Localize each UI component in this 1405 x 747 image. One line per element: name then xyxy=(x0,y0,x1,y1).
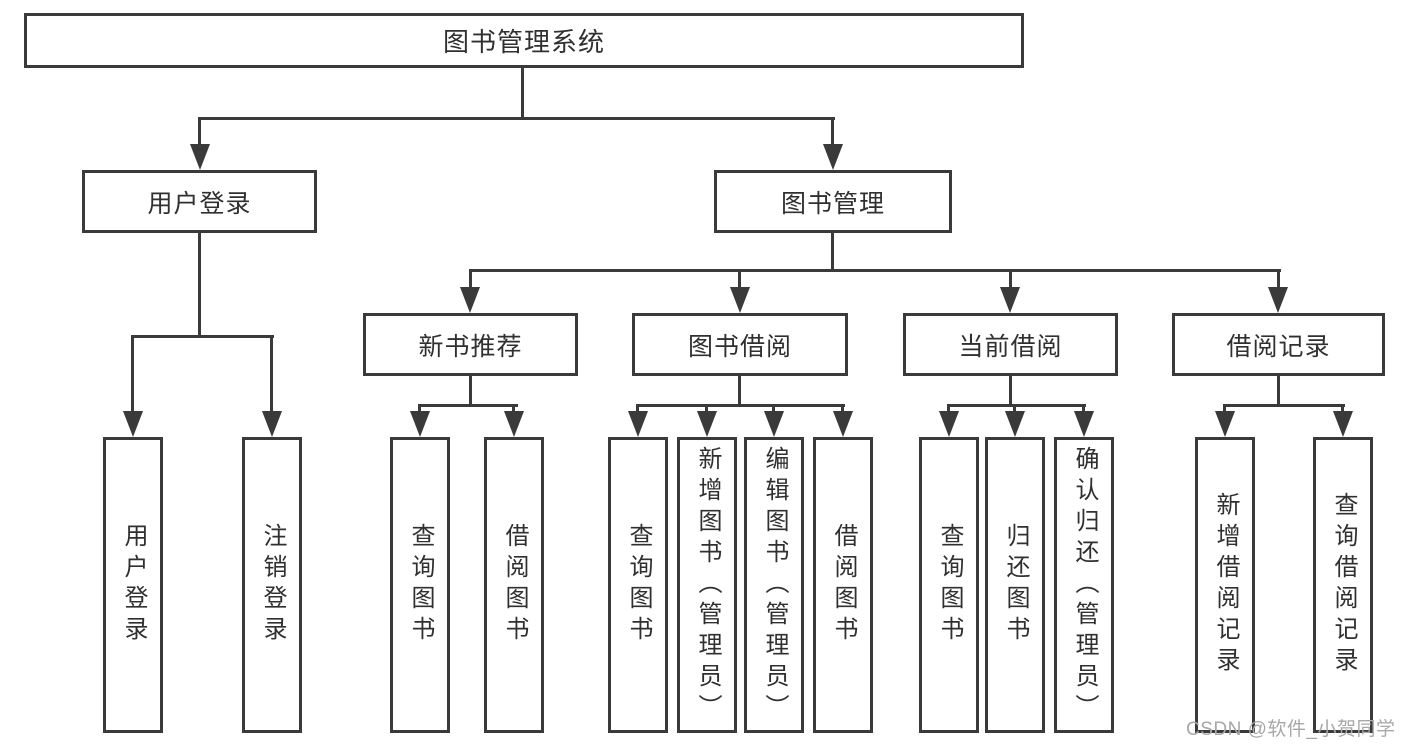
connector-line xyxy=(131,335,274,338)
arrow-down xyxy=(823,144,843,170)
node-library-system: 图书管理系统 xyxy=(24,13,1024,68)
arrow-down xyxy=(262,411,282,437)
leaf-add-borrow-record: 新增借阅记录 xyxy=(1195,437,1255,733)
node-book-borrowing: 图书借阅 xyxy=(632,313,848,376)
arrow-down xyxy=(939,411,959,437)
node-label: 当前借阅 xyxy=(958,332,1063,361)
leaf-label: 编辑图书（管理员） xyxy=(761,445,788,725)
node-label: 新书推荐 xyxy=(418,332,523,361)
connector-line xyxy=(636,406,639,413)
node-label: 用户登录 xyxy=(147,189,252,218)
leaf-confirm-return-admin: 确认归还（管理员） xyxy=(1054,437,1114,733)
connector-line xyxy=(418,406,421,413)
arrow-down xyxy=(628,411,648,437)
arrow-down xyxy=(1215,411,1235,437)
connector-line xyxy=(1082,406,1085,413)
leaf-edit-books-admin: 编辑图书（管理员） xyxy=(744,437,804,733)
arrow-down xyxy=(460,287,480,313)
node-borrowing-records: 借阅记录 xyxy=(1172,313,1385,376)
arrow-down xyxy=(410,411,430,437)
leaf-borrow-books-borrowing: 借阅图书 xyxy=(813,437,873,733)
connector-line xyxy=(1223,404,1345,407)
node-book-management: 图书管理 xyxy=(714,170,952,233)
connector-line xyxy=(1223,406,1226,413)
arrow-down xyxy=(1333,411,1353,437)
arrow-down xyxy=(123,411,143,437)
leaf-label: 归还图书 xyxy=(1002,523,1029,647)
node-label: 图书管理系统 xyxy=(442,27,605,57)
connector-line xyxy=(831,119,834,146)
leaf-label: 新增图书（管理员） xyxy=(694,445,721,725)
watermark-text: CSDN @软件_小贺同学 xyxy=(1186,719,1396,740)
node-label: 图书管理 xyxy=(780,189,885,218)
connector-line xyxy=(1277,376,1280,406)
connector-line xyxy=(738,376,741,406)
leaf-label: 查询借阅记录 xyxy=(1330,492,1357,678)
connector-line xyxy=(1341,406,1344,413)
connector-line xyxy=(469,376,472,406)
leaf-label: 借阅图书 xyxy=(501,523,528,647)
node-current-borrowing: 当前借阅 xyxy=(903,313,1118,376)
connector-line xyxy=(469,269,1281,272)
leaf-label: 查询图书 xyxy=(625,523,652,647)
connector-line xyxy=(705,406,708,413)
leaf-label: 查询图书 xyxy=(407,523,434,647)
leaf-return-books: 归还图书 xyxy=(985,437,1045,733)
leaf-add-books-admin: 新增图书（管理员） xyxy=(677,437,737,733)
connector-line xyxy=(636,404,845,407)
connector-line xyxy=(947,406,950,413)
connector-line xyxy=(131,337,134,413)
leaf-label: 新增借阅记录 xyxy=(1212,492,1239,678)
leaf-query-borrow-record: 查询借阅记录 xyxy=(1313,437,1373,733)
leaf-user-login: 用户登录 xyxy=(103,437,163,733)
leaf-query-books-borrowing: 查询图书 xyxy=(608,437,668,733)
arrow-down xyxy=(764,411,784,437)
arrow-down xyxy=(697,411,717,437)
connector-line xyxy=(270,337,273,413)
leaf-label: 查询图书 xyxy=(936,523,963,647)
connector-line xyxy=(831,233,834,271)
node-new-book-recommendation: 新书推荐 xyxy=(363,313,578,376)
connector-line xyxy=(198,117,835,120)
connector-line xyxy=(738,271,741,289)
connector-line xyxy=(198,233,201,337)
arrow-down xyxy=(833,411,853,437)
leaf-label: 注销登录 xyxy=(259,523,286,647)
leaf-borrow-books-recommend: 借阅图书 xyxy=(484,437,544,733)
connector-line xyxy=(469,271,472,289)
leaf-logout-login: 注销登录 xyxy=(242,437,302,733)
arrow-down xyxy=(1074,411,1094,437)
arrow-down xyxy=(504,411,524,437)
connector-line xyxy=(841,406,844,413)
arrow-down xyxy=(1268,287,1288,313)
node-label: 图书借阅 xyxy=(687,332,792,361)
connector-line xyxy=(1009,376,1012,406)
leaf-query-books-recommend: 查询图书 xyxy=(390,437,450,733)
node-label: 借阅记录 xyxy=(1226,332,1331,361)
connector-line xyxy=(1013,406,1016,413)
connector-line xyxy=(512,406,515,413)
arrow-down xyxy=(1005,411,1025,437)
leaf-label: 用户登录 xyxy=(120,523,147,647)
connector-line xyxy=(947,404,1086,407)
connector-line xyxy=(198,119,201,146)
arrow-down xyxy=(730,287,750,313)
leaf-query-books-current: 查询图书 xyxy=(919,437,979,733)
connector-line xyxy=(521,68,524,119)
arrow-down xyxy=(190,144,210,170)
connector-line xyxy=(1277,271,1280,289)
leaf-label: 借阅图书 xyxy=(830,523,857,647)
connector-line xyxy=(772,406,775,413)
connector-line xyxy=(1009,271,1012,289)
node-user-login: 用户登录 xyxy=(82,170,317,233)
leaf-label: 确认归还（管理员） xyxy=(1071,445,1098,725)
arrow-down xyxy=(1000,287,1020,313)
connector-line xyxy=(418,404,518,407)
